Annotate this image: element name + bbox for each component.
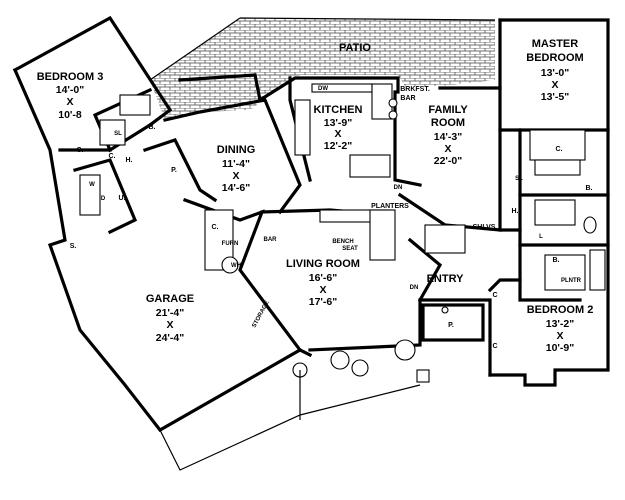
svg-text:10'-9": 10'-9": [546, 342, 575, 354]
garage-label: GARAGE 21'-4" X 24'-4": [146, 293, 194, 344]
svg-text:13'-5": 13'-5": [541, 91, 570, 103]
svg-text:BAR: BAR: [400, 95, 415, 102]
svg-text:24'-4": 24'-4": [156, 332, 185, 344]
svg-text:DN: DN: [410, 285, 419, 291]
svg-text:SL: SL: [515, 176, 523, 182]
entry-label: ENTRY: [427, 273, 465, 285]
svg-text:14'-6": 14'-6": [222, 182, 251, 194]
svg-text:STORAGE: STORAGE: [252, 300, 271, 329]
svg-text:B.: B.: [149, 124, 156, 131]
fixtures: [79, 83, 606, 291]
svg-text:X: X: [166, 319, 173, 331]
svg-text:W: W: [89, 182, 95, 188]
entry-porch: [416, 303, 485, 383]
svg-text:WH: WH: [231, 263, 241, 269]
family-room-label: FAMILY ROOM 14'-3" X 22'-0": [428, 104, 468, 167]
svg-text:21'-4": 21'-4": [156, 307, 185, 319]
bedroom2-label: BEDROOM 2 13'-2" X 10'-9": [527, 304, 594, 354]
svg-text:S.: S.: [70, 243, 77, 250]
svg-text:L: L: [539, 234, 543, 240]
svg-text:B.: B.: [586, 185, 593, 192]
svg-text:D: D: [101, 196, 106, 202]
svg-text:H.: H.: [126, 157, 133, 164]
svg-text:B.: B.: [553, 257, 560, 264]
svg-text:GARAGE: GARAGE: [146, 293, 194, 305]
svg-text:PLANTERS: PLANTERS: [371, 203, 409, 210]
patio-paving: [150, 18, 495, 120]
svg-text:KITCHEN: KITCHEN: [314, 104, 363, 116]
svg-text:P.: P.: [171, 167, 177, 174]
svg-text:SL: SL: [114, 131, 122, 137]
svg-text:PLNTR: PLNTR: [561, 278, 582, 284]
svg-text:X: X: [66, 96, 73, 108]
svg-text:16'-6": 16'-6": [309, 272, 338, 284]
landscaping: [292, 339, 416, 378]
svg-text:X: X: [232, 170, 239, 182]
svg-text:DW: DW: [318, 86, 328, 92]
svg-text:ROOM: ROOM: [431, 117, 465, 129]
patio-edge: [149, 17, 496, 81]
svg-text:13'-2": 13'-2": [546, 318, 575, 330]
svg-text:10'-8: 10'-8: [58, 109, 82, 121]
svg-text:U.: U.: [119, 195, 126, 202]
svg-text:14'-3": 14'-3": [434, 131, 463, 143]
svg-text:X: X: [444, 143, 451, 155]
svg-text:P.: P.: [448, 322, 454, 329]
svg-text:C.: C.: [77, 147, 84, 154]
svg-text:C: C: [492, 292, 497, 299]
svg-text:SHLVS.: SHLVS.: [473, 224, 498, 231]
svg-text:C.: C.: [109, 153, 116, 160]
svg-text:BENCH: BENCH: [332, 239, 353, 245]
svg-text:FAMILY: FAMILY: [428, 104, 468, 116]
svg-text:DINING: DINING: [217, 144, 256, 156]
svg-text:C: C: [492, 343, 497, 350]
svg-text:BEDROOM 3: BEDROOM 3: [37, 71, 104, 83]
svg-text:H.: H.: [512, 208, 519, 215]
master-bedroom-label: MASTER BEDROOM 13'-0" X 13'-5": [526, 38, 583, 103]
svg-text:X: X: [334, 128, 341, 140]
svg-text:13'-0": 13'-0": [541, 67, 570, 79]
svg-text:X: X: [556, 330, 563, 342]
svg-text:17'-6": 17'-6": [309, 296, 338, 308]
living-room-label: LIVING ROOM 16'-6" X 17'-6": [286, 258, 360, 308]
svg-text:DN: DN: [394, 185, 403, 191]
svg-text:22'-0": 22'-0": [434, 155, 463, 167]
svg-text:BEDROOM: BEDROOM: [526, 52, 583, 64]
svg-text:X: X: [551, 79, 558, 91]
svg-text:11'-4": 11'-4": [222, 158, 250, 170]
bedroom3-label: BEDROOM 3 14'-0" X 10'-8: [37, 71, 104, 121]
svg-text:FURN: FURN: [222, 241, 239, 247]
svg-text:14'-0": 14'-0": [56, 84, 85, 96]
svg-text:BEDROOM 2: BEDROOM 2: [527, 304, 594, 316]
patio-label: PATIO: [339, 42, 371, 54]
kitchen-label: KITCHEN 13'-9" X 12'-2": [314, 104, 363, 152]
svg-text:MASTER: MASTER: [532, 38, 579, 50]
svg-text:BAR: BAR: [264, 237, 278, 243]
svg-text:12'-2": 12'-2": [324, 140, 353, 152]
svg-text:C.: C.: [556, 146, 563, 153]
svg-text:X: X: [319, 284, 326, 296]
svg-text:C.: C.: [212, 224, 219, 231]
svg-text:SEAT: SEAT: [342, 246, 358, 252]
svg-text:LIVING ROOM: LIVING ROOM: [286, 258, 360, 270]
svg-text:BRKFST.: BRKFST.: [400, 86, 430, 93]
svg-text:13'-9": 13'-9": [324, 117, 353, 129]
driveway: [159, 370, 421, 471]
dining-label: DINING 11'-4" X 14'-6": [217, 144, 256, 194]
